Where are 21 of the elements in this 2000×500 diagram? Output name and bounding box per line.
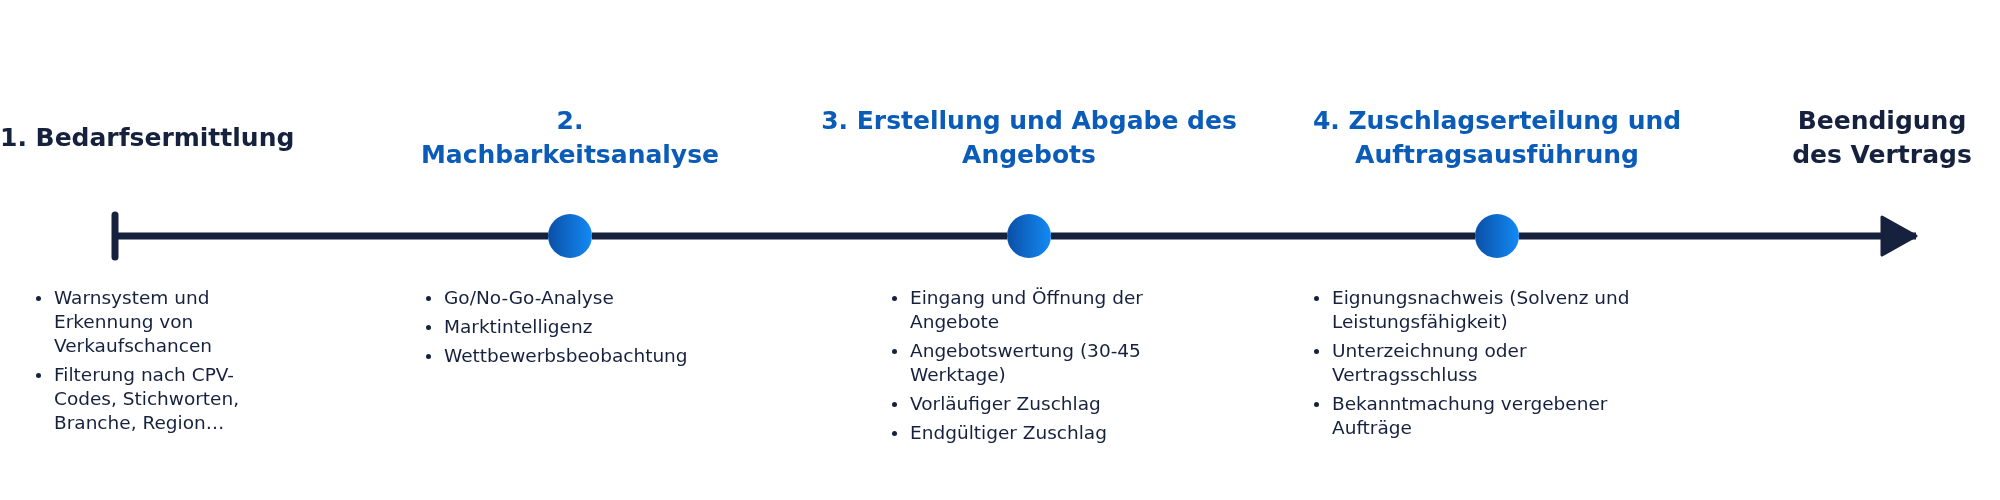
stage-heading: 2. Machbarkeitsanalyse bbox=[420, 105, 720, 171]
bullet-item: Vorläufiger Zuschlag bbox=[890, 392, 1200, 416]
bullet-item: Bekanntmachung vergebener Aufträge bbox=[1312, 392, 1662, 440]
timeline-arrow bbox=[1519, 215, 1918, 257]
timeline-circle bbox=[548, 214, 592, 258]
timeline-circle bbox=[1475, 214, 1519, 258]
bullet-item: Angebotswertung (30-45 Werktage) bbox=[890, 339, 1200, 387]
bullet-item: Unterzeichnung oder Vertragsschluss bbox=[1312, 339, 1662, 387]
stage-heading: Beendigung des Vertrags bbox=[1791, 105, 1973, 171]
timeline-circle bbox=[1007, 214, 1051, 258]
bullet-item: Endgültiger Zuschlag bbox=[890, 421, 1200, 445]
bullet-item: Go/No-Go-Analyse bbox=[424, 286, 754, 310]
bullet-item: Warnsystem und Erkennung von Verkaufschancen bbox=[34, 286, 284, 358]
bullet-item: Eingang und Öffnung der Angebote bbox=[890, 286, 1200, 334]
stage-heading: 4. Zuschlagserteilung und Auftragsausführung bbox=[1311, 105, 1683, 171]
bullet-item: Filterung nach CPV-Codes, Stichworten, Branche, Region… bbox=[34, 363, 284, 435]
bullet-item: Eignungsnachweis (Solvenz und Leistungsfähigkeit) bbox=[1312, 286, 1662, 334]
bullet-item: Marktintelligenz bbox=[424, 315, 754, 339]
stage-heading: 3. Erstellung und Abgabe des Angebots bbox=[820, 105, 1238, 171]
bullet-item: Wettbewerbsbeobachtung bbox=[424, 344, 754, 368]
stage-heading: 1. Bedarfsermittlung bbox=[0, 122, 296, 154]
